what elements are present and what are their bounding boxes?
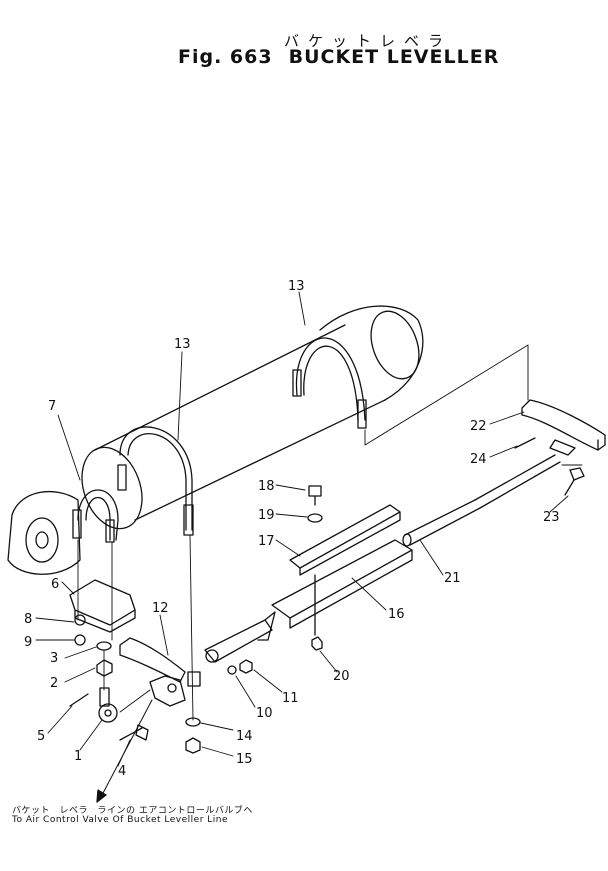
pin-5	[69, 693, 89, 707]
figure-title-japanese: バケットレベラ	[284, 32, 453, 50]
lever-arm	[119, 637, 201, 707]
callout-24: 24	[470, 452, 487, 467]
nut-11	[239, 659, 253, 674]
washer-19	[307, 513, 323, 523]
washer-10	[227, 665, 237, 675]
nut-20	[311, 636, 323, 651]
nut-9	[74, 634, 86, 646]
washer-8	[74, 614, 86, 626]
callout-9: 9	[24, 635, 32, 650]
bracket-22	[521, 399, 606, 456]
bolt-18	[308, 485, 322, 506]
callout-11: 11	[282, 691, 299, 706]
cylinder-front-eye	[7, 490, 81, 575]
callout-19: 19	[258, 508, 275, 523]
figure-number: Fig. 663	[178, 46, 273, 68]
callout-1: 1	[74, 749, 82, 764]
callout-6: 6	[51, 577, 59, 592]
callout-12: 12	[152, 601, 169, 616]
u-bolt-front	[72, 489, 119, 543]
callout-labels: 1 2 3 4 5 6 7 8 9 10 11 12 13 13 14 15 1…	[24, 279, 560, 779]
callout-8: 8	[24, 612, 32, 627]
callout-13-middle: 13	[174, 337, 191, 352]
rod-clevis	[204, 611, 276, 663]
callout-15: 15	[236, 752, 253, 767]
figure-name: BUCKET LEVELLER	[288, 46, 500, 68]
callout-18: 18	[258, 479, 275, 494]
u-bolt-middle	[117, 426, 194, 536]
cylinder-rear-collar	[319, 305, 424, 401]
footnote-english: To Air Control Valve Of Bucket Leveller …	[12, 815, 229, 825]
footnote-japanese: バケット レベラ ラインの エアコントロールバルブヘ	[12, 806, 253, 816]
clamp-bracket	[69, 579, 136, 633]
callout-13-rear: 13	[288, 279, 305, 294]
callout-23: 23	[543, 510, 560, 525]
assembly-guide-lines	[77, 344, 583, 721]
arrow-to-air-control-valve	[96, 699, 153, 803]
callout-21: 21	[444, 571, 461, 586]
nut-15	[185, 737, 201, 754]
bolt-4	[119, 724, 149, 741]
callout-5: 5	[37, 729, 45, 744]
callout-20: 20	[333, 669, 350, 684]
callout-17: 17	[258, 534, 275, 549]
callout-2: 2	[50, 676, 58, 691]
valve-rod-end	[98, 687, 118, 723]
rod-21	[402, 454, 561, 547]
callout-14: 14	[236, 729, 253, 744]
callout-3: 3	[50, 651, 58, 666]
slide-plate-17	[289, 504, 401, 576]
callout-22: 22	[470, 419, 487, 434]
plate-16	[271, 539, 413, 629]
callout-10: 10	[256, 706, 273, 721]
cylinder-body	[81, 324, 386, 530]
figure-title: Fig. 663 BUCKET LEVELLER	[178, 46, 515, 68]
callout-7: 7	[48, 399, 56, 414]
bolt-23	[564, 467, 585, 496]
u-bolt-rear	[292, 337, 367, 429]
callout-16: 16	[388, 607, 405, 622]
nut-2	[96, 659, 113, 677]
leader-lines	[35, 291, 569, 767]
pin-24	[514, 437, 536, 449]
washer-3	[96, 641, 112, 651]
callout-4: 4	[118, 764, 126, 779]
